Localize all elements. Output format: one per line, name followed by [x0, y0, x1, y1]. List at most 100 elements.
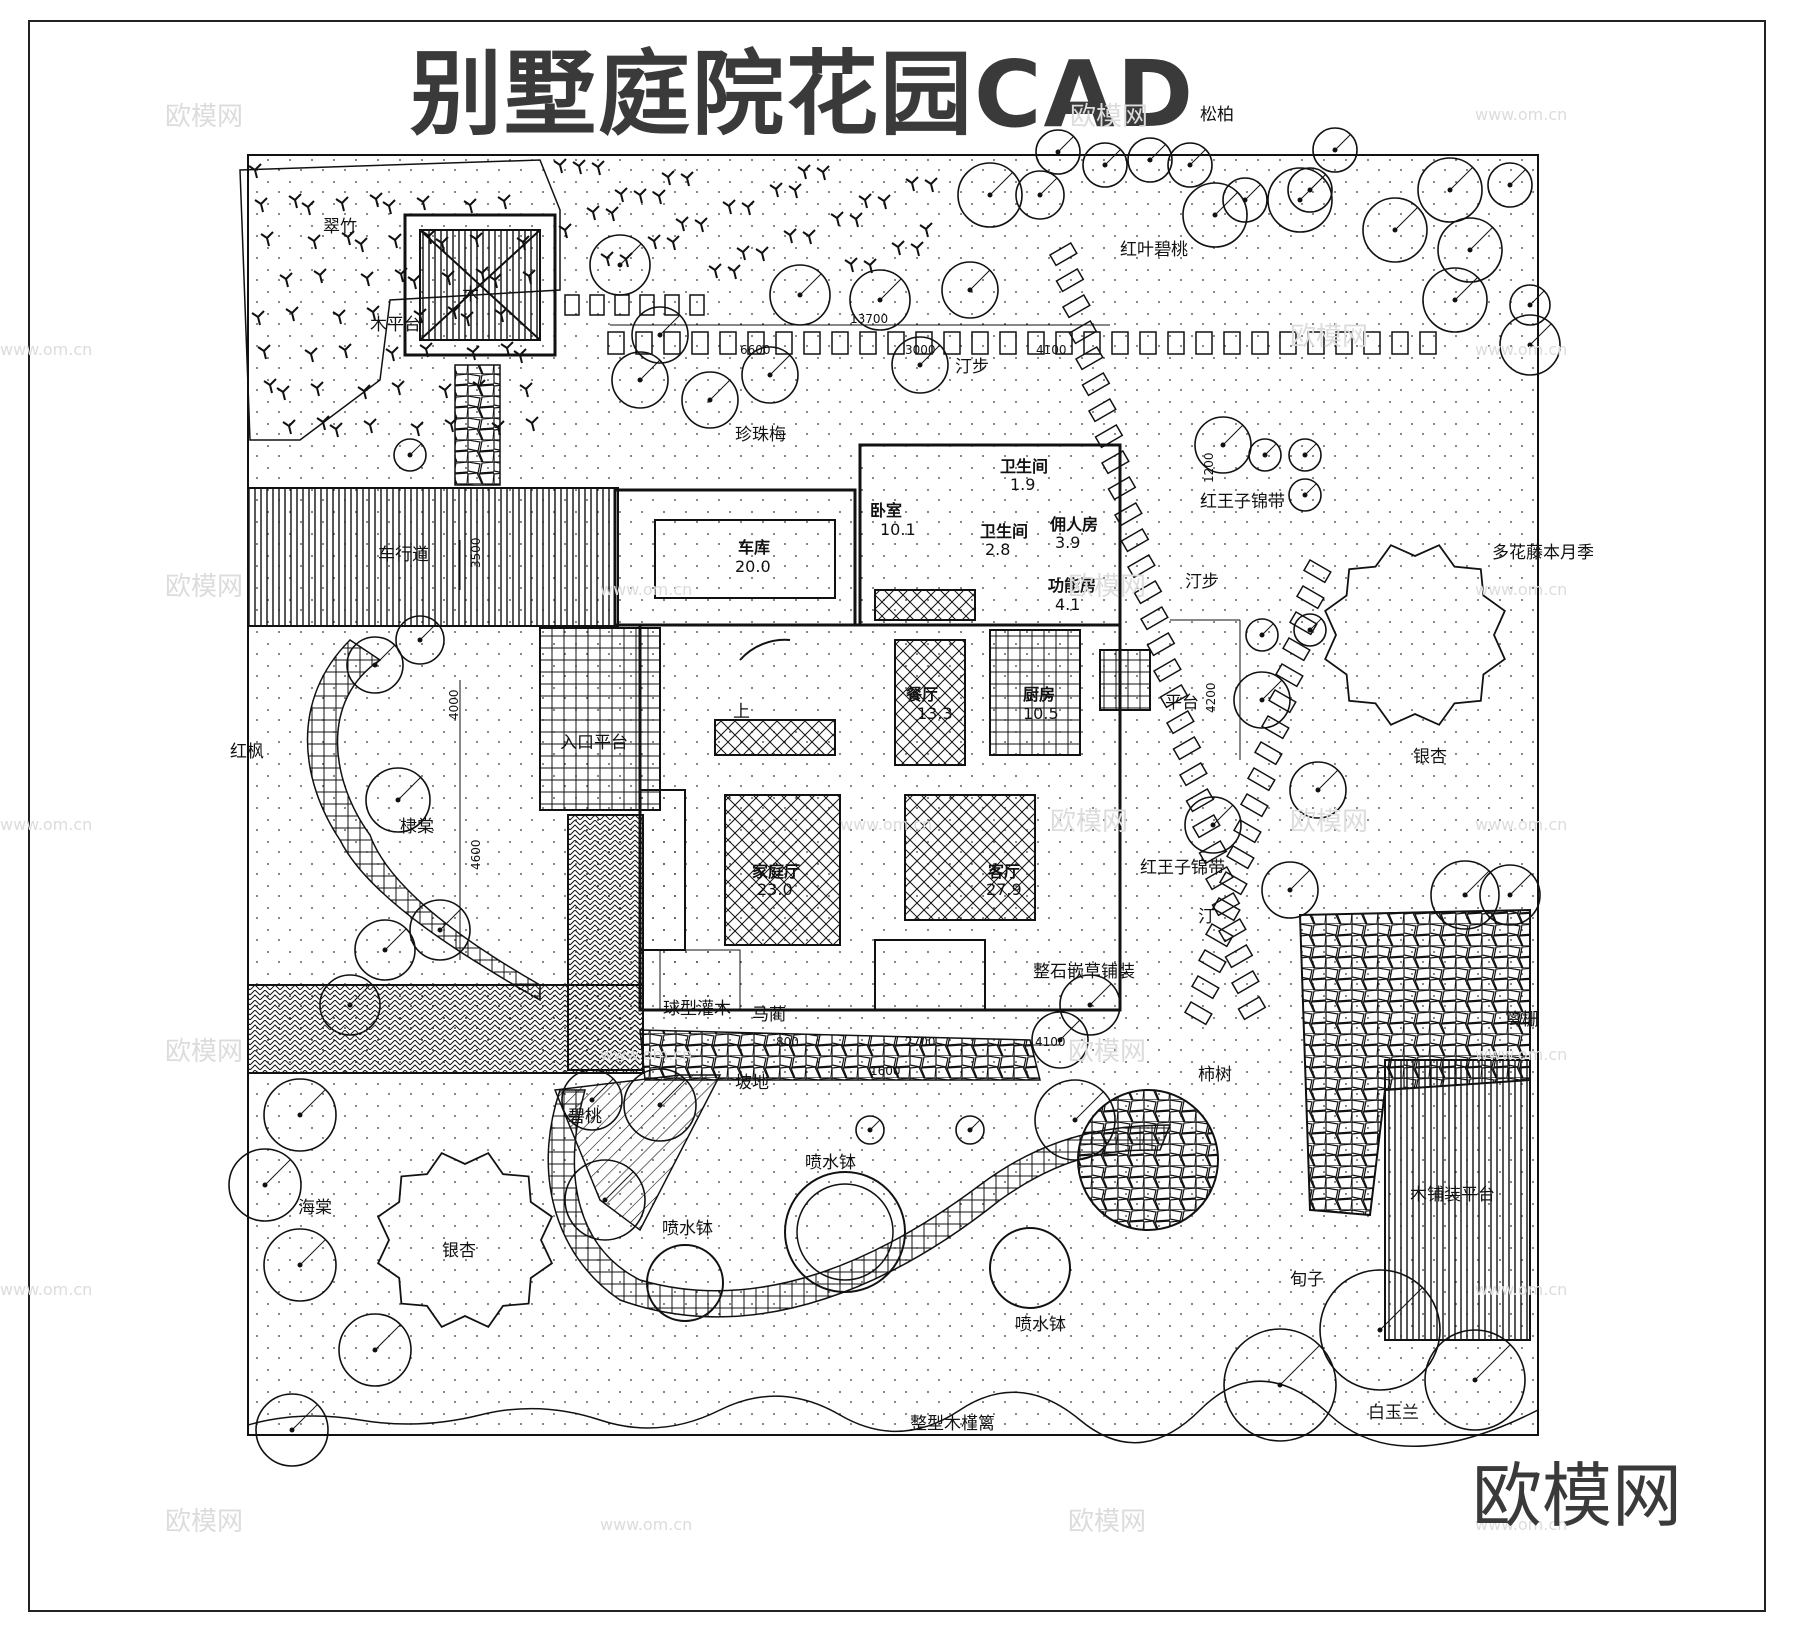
- stepping-stone: [1027, 331, 1045, 355]
- bamboo-leaf: [282, 419, 296, 435]
- brand-logo-text: 欧模网: [1472, 1455, 1682, 1537]
- stepping-stone: [943, 331, 961, 355]
- room-bedroom: 卧室: [870, 501, 902, 520]
- stepping-stone: [915, 331, 933, 355]
- stepping-stone: [1111, 331, 1129, 355]
- watermark-url: www.om.cn: [1475, 105, 1567, 124]
- watermark-url: www.om.cn: [1475, 580, 1567, 599]
- label-podi: 坡地: [735, 1073, 769, 1093]
- stepping-stone: [971, 331, 989, 355]
- bamboo-leaf: [341, 230, 355, 246]
- stepping-stone: [1133, 579, 1163, 605]
- stepping-stone: [1217, 917, 1247, 943]
- tree-canopy: [1424, 1329, 1526, 1431]
- tree-branch: [1309, 618, 1322, 631]
- tree-branch: [1529, 290, 1545, 306]
- label-malan: 马蔺: [752, 1005, 786, 1025]
- stepping-stone: [1055, 267, 1085, 293]
- watermark-text: 欧模网: [1290, 322, 1368, 352]
- dim-3500: 3500: [469, 537, 483, 568]
- room-dining-area: 13.3: [917, 704, 953, 723]
- label-tingbu2: 汀步: [1185, 572, 1219, 592]
- tree-branch: [989, 172, 1013, 196]
- tree-canopy: [1479, 864, 1541, 926]
- stepping-stone: [1081, 371, 1111, 397]
- tree-branch: [1189, 149, 1206, 166]
- bamboo-leaf: [366, 305, 380, 321]
- tree-branch: [639, 360, 660, 381]
- label-tingbu3: 汀: [1198, 907, 1215, 927]
- tree-branch: [349, 983, 372, 1006]
- bamboo-leaf: [497, 194, 511, 210]
- bamboo-leaf: [755, 246, 769, 262]
- label-xunzi: 旬子: [1290, 1270, 1324, 1290]
- entrance-platform: [539, 627, 661, 811]
- bamboo-leaf: [605, 206, 619, 222]
- bamboo-leaf: [382, 199, 396, 215]
- bamboo-leaf: [363, 418, 377, 434]
- stepping-stone: [803, 331, 821, 355]
- tree-branch: [1089, 983, 1112, 1006]
- stepping-stone: [1224, 943, 1254, 969]
- tree-canopy: [1499, 314, 1561, 376]
- room-servant-area: 3.9: [1055, 533, 1080, 552]
- tree-canopy: [1293, 613, 1327, 647]
- stepping-stone: [1178, 761, 1208, 787]
- stepping-stone: [747, 331, 765, 355]
- tree-canopy: [319, 974, 381, 1036]
- stepping-stone: [775, 331, 793, 355]
- stepping-stone: [1279, 331, 1297, 355]
- tree-canopy: [263, 1228, 337, 1302]
- stepping-stone: [663, 331, 681, 355]
- stepping-stone: [1251, 331, 1269, 355]
- tree-branch: [1454, 277, 1478, 301]
- bamboo-leaf: [316, 415, 330, 431]
- stepping-stone: [635, 331, 653, 355]
- label-shishu: 柿树: [1198, 1065, 1232, 1085]
- watermark-text: 欧模网: [1070, 102, 1148, 132]
- stepping-stone: [1230, 969, 1260, 995]
- tree-canopy: [623, 1068, 697, 1142]
- tree-branch: [1474, 1344, 1511, 1381]
- label-zhengxing: 整型木槿篱: [910, 1414, 995, 1434]
- trees: [228, 127, 1561, 1467]
- tree-canopy: [1035, 129, 1081, 175]
- tree-branch: [1289, 870, 1310, 891]
- bamboo-leaf: [633, 188, 647, 204]
- stepping-stone: [1274, 662, 1304, 688]
- plant-labels: 翠竹 木平台 木 松柏 红叶碧桃 珍珠梅 汀步 车行道 红枫 棣棠 入口平台 红…: [230, 105, 1594, 1434]
- bamboo-leaf: [332, 309, 346, 325]
- stone-path-pavilion: [454, 364, 501, 486]
- tree-canopy: [228, 1148, 302, 1222]
- stepping-stone: [1165, 709, 1195, 735]
- label-rukou: 入口平台: [560, 733, 628, 753]
- bamboo-leaf: [858, 193, 872, 209]
- stepping-stone: [1195, 331, 1213, 355]
- tree-canopy: [1509, 284, 1551, 326]
- tree-canopy: [1267, 167, 1333, 233]
- tree-branch: [1279, 1345, 1320, 1386]
- ginkgo-canopy: [376, 1151, 554, 1329]
- dim-4200: 4200: [1204, 682, 1218, 713]
- tree-branch: [1394, 207, 1418, 231]
- label-penshui3: 喷水钵: [1015, 1315, 1066, 1335]
- stepping-stone: [1190, 974, 1220, 1000]
- tree-canopy: [1312, 127, 1358, 173]
- tree-canopy: [1289, 761, 1347, 819]
- tree-branch: [969, 270, 990, 291]
- tree-canopy: [1184, 796, 1242, 854]
- tree-canopy: [1362, 197, 1428, 263]
- stepping-stone: [607, 331, 625, 355]
- tree-branch: [1104, 149, 1121, 166]
- room-living: 客厅: [988, 862, 1020, 881]
- bamboo-leaf: [708, 263, 722, 279]
- tree-branch: [1304, 443, 1317, 456]
- label-penshui1: 喷水钵: [805, 1153, 856, 1173]
- bamboo-leaf: [335, 196, 349, 212]
- bamboo-leaf: [891, 240, 905, 256]
- tree-canopy: [1127, 137, 1173, 183]
- driveway-side: [567, 814, 644, 1071]
- stepping-stone: [1139, 605, 1169, 631]
- bamboo-leaf: [694, 217, 708, 233]
- bamboo-leaf: [830, 211, 844, 227]
